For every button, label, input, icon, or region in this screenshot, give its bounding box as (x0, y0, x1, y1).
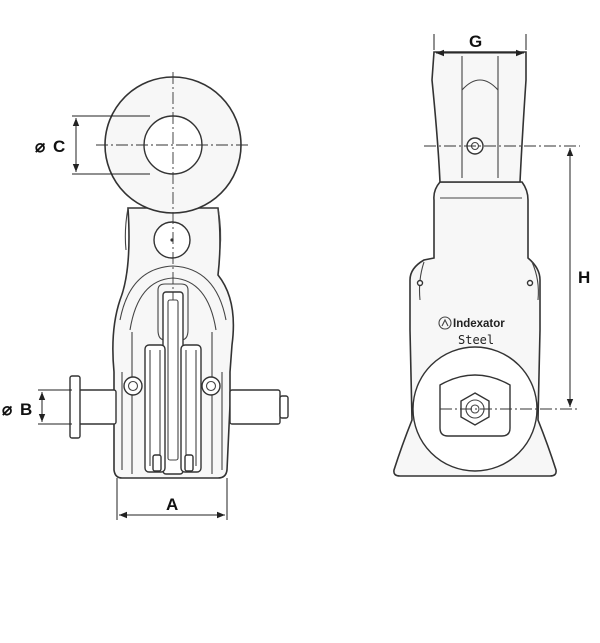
dim-c-symbol: ⌀ (35, 137, 46, 156)
bolt-left-inner (127, 380, 139, 392)
shaft-end-cap (279, 395, 289, 419)
dim-a-label: A (166, 495, 178, 514)
dimension-g: G (433, 32, 527, 57)
logo-icon (438, 316, 452, 330)
dim-c-label: C (53, 137, 65, 156)
front-view (69, 72, 289, 479)
shoulder-right (531, 261, 539, 301)
tongue-nub-right (184, 454, 194, 472)
fork-slot (157, 283, 189, 341)
fork-arch-outer (119, 265, 227, 321)
dim-g-label: G (469, 32, 482, 51)
body-edge-left (121, 332, 133, 474)
dimension-a: A (116, 478, 228, 520)
neck-line-right (217, 207, 222, 251)
side-view: Indexator Steel (393, 51, 580, 477)
bolt-right (201, 376, 221, 396)
plate-detail-left (149, 350, 161, 466)
dimension-h: H (566, 148, 590, 407)
shoulder-bolt-right (526, 279, 534, 287)
logo-text: Indexator (453, 318, 505, 330)
body-edge-right (211, 332, 223, 474)
head-groove-curve (461, 79, 499, 91)
dim-b-label: B (20, 400, 32, 419)
tongue-nub-left (152, 454, 162, 472)
neck-line-left (124, 207, 129, 251)
bolt-left (123, 376, 143, 396)
dimension-b: ⌀ B (2, 389, 72, 425)
shoulder-bolt-left (416, 279, 424, 287)
center-tongue (162, 291, 184, 475)
dim-h-label: H (578, 268, 590, 287)
dim-b-symbol: ⌀ (2, 400, 13, 419)
side-plate-right (180, 344, 202, 473)
bolt-right-inner (205, 380, 217, 392)
side-plate-left (144, 344, 166, 473)
material-text: Steel (458, 333, 494, 347)
shaft-right (229, 389, 281, 425)
shaft-collar-left (69, 375, 81, 439)
plate-detail-right (185, 350, 197, 466)
dimension-c: ⌀ C (35, 115, 150, 175)
side-top-head (431, 51, 527, 183)
logo-icon-mark (441, 318, 449, 327)
